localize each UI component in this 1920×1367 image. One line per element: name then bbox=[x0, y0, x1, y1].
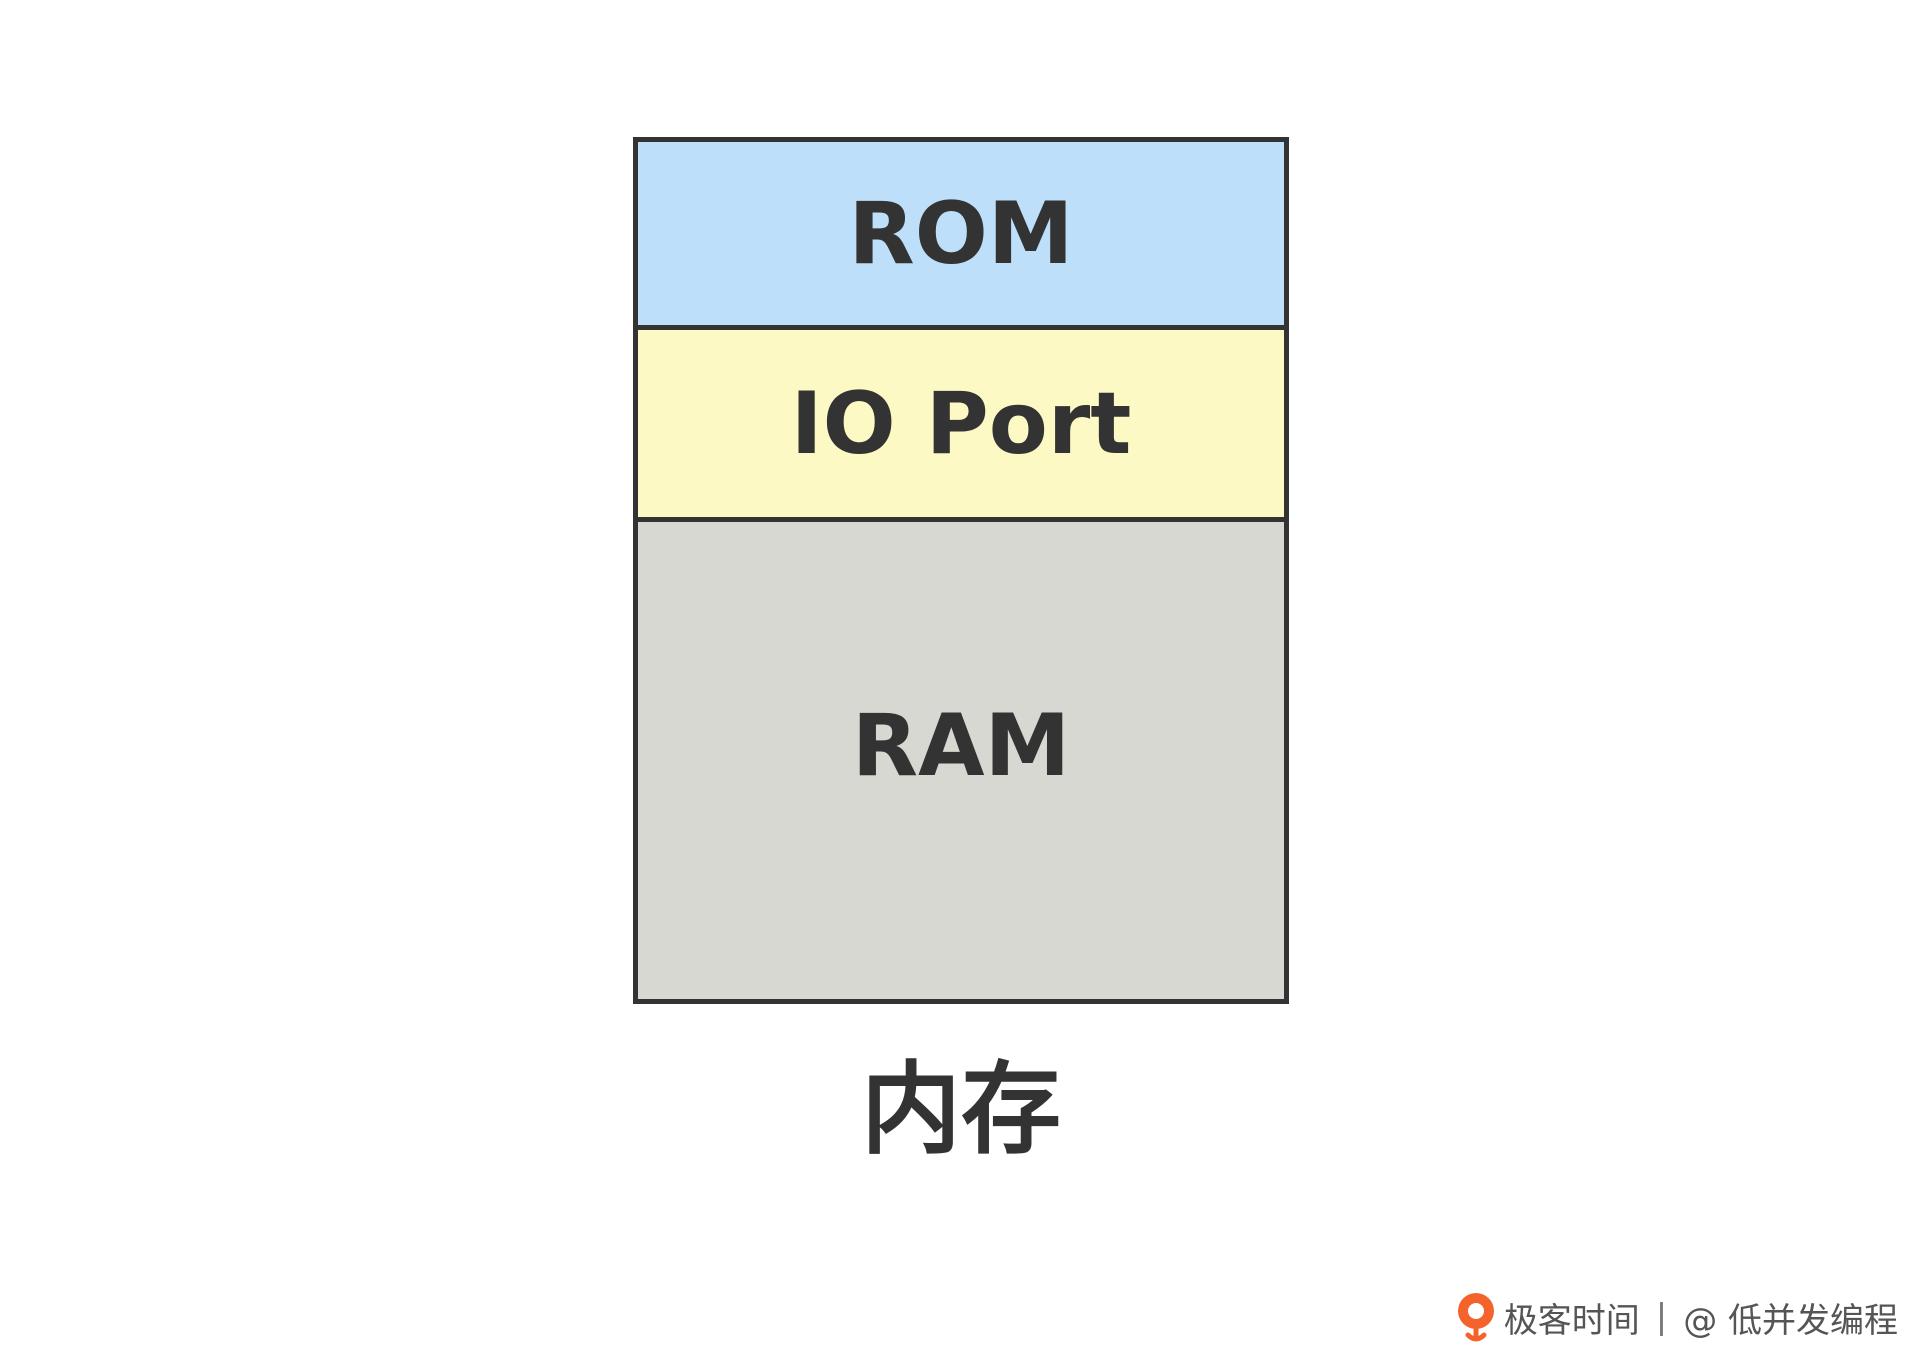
rom-segment: ROM bbox=[633, 137, 1289, 330]
rom-label: ROM bbox=[848, 183, 1074, 284]
diagram-caption: 内存 bbox=[861, 1051, 1061, 1168]
io-port-segment: IO Port bbox=[633, 325, 1289, 522]
io-port-label: IO Port bbox=[790, 373, 1132, 474]
watermark: 极客时间 | @ 低并发编程 bbox=[1454, 1289, 1898, 1345]
memory-layout-diagram: ROM IO Port RAM bbox=[633, 137, 1289, 1004]
watermark-separator: | bbox=[1655, 1297, 1668, 1337]
geektime-logo-icon bbox=[1457, 1293, 1494, 1342]
ram-segment: RAM bbox=[633, 517, 1289, 1004]
ram-label: RAM bbox=[851, 695, 1071, 796]
author-handle: @ 低并发编程 bbox=[1683, 1300, 1898, 1341]
brand-name: 极客时间 bbox=[1503, 1300, 1640, 1341]
